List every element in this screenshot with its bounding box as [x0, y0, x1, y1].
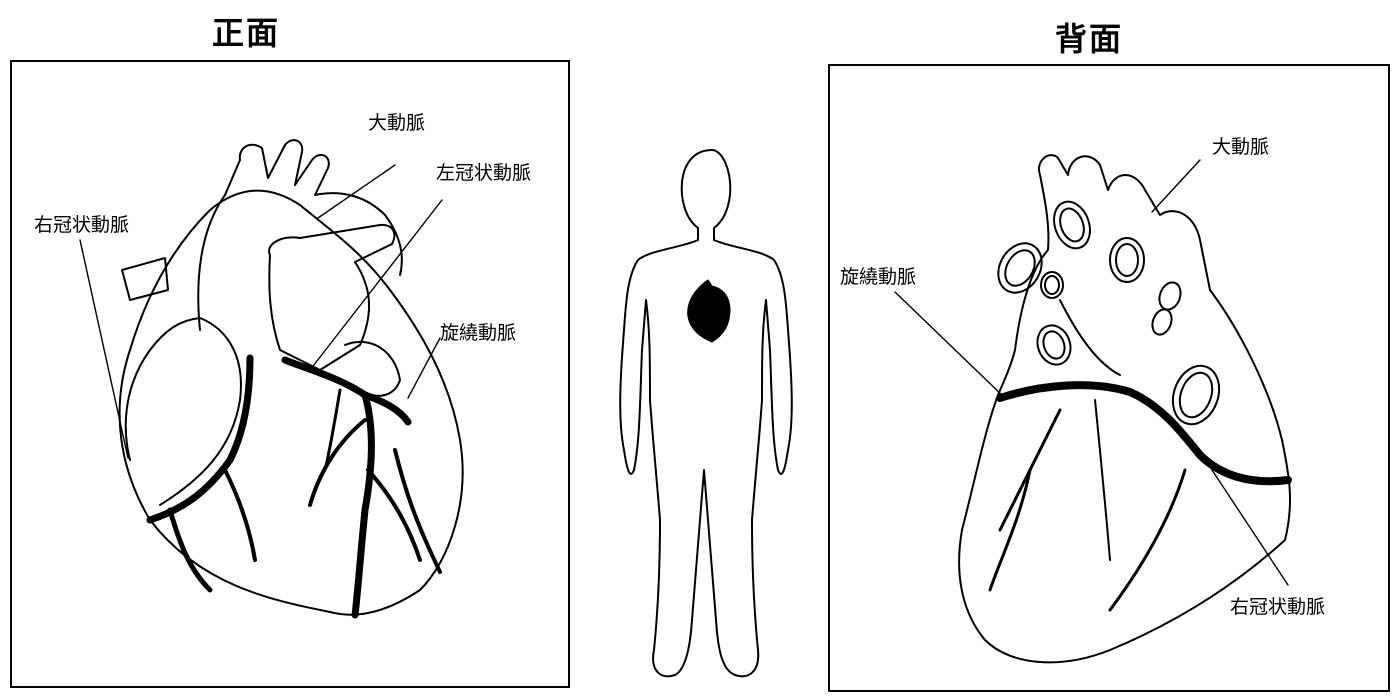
front-aortic-arch [197, 139, 403, 331]
back-heart-outline [958, 154, 1292, 664]
back-circumflex-artery [996, 381, 1292, 486]
silhouette-heart [687, 279, 731, 343]
front-view-title: 正面 [212, 14, 281, 52]
front-circumflex-artery [361, 391, 412, 426]
front-aorta-label: 大動脈 [368, 112, 426, 134]
front-heart-outline [118, 189, 464, 616]
front-right-coronary-label: 右冠状動脈 [34, 214, 130, 236]
back-aorta-label: 大動脈 [1212, 136, 1270, 158]
front-right-coronary-artery [146, 354, 254, 524]
human-silhouette [619, 149, 793, 678]
body-outline [619, 149, 793, 678]
front-right-atrium [124, 317, 242, 506]
front-left-appendage [344, 340, 401, 397]
back-vessel-ring [997, 242, 1043, 294]
front-vena-cava [121, 257, 169, 301]
back-view-title: 背面 [1055, 20, 1124, 58]
back-right-coronary-artery [1108, 468, 1187, 612]
front-pulmonary-trunk [268, 223, 396, 371]
front-view-panel [10, 60, 570, 688]
front-circumflex-label: 旋繞動脈 [440, 322, 517, 344]
back-view-panel [828, 64, 1390, 692]
front-left-coronary-artery [281, 356, 375, 619]
back-heart-illustration [894, 154, 1292, 664]
front-left-coronary-label: 左冠状動脈 [436, 162, 532, 184]
front-heart-illustration [79, 139, 464, 619]
back-right-coronary-label: 右冠状動脈 [1230, 596, 1326, 618]
back-circumflex-label: 旋繞動脈 [840, 266, 917, 288]
